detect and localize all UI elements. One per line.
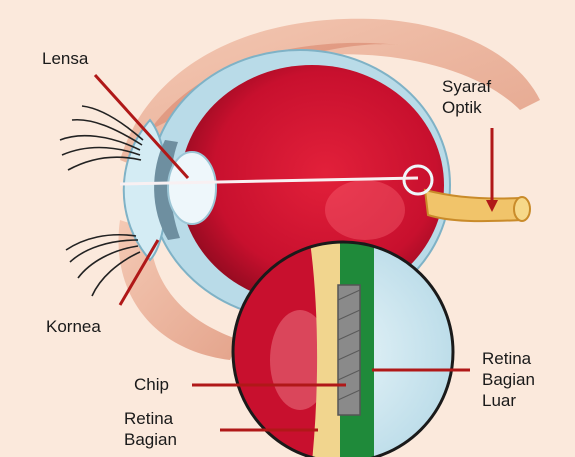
label-syaraf-optik: Syaraf Optik [442, 76, 491, 118]
label-syaraf-line2: Optik [442, 97, 491, 118]
label-chip-text: Chip [134, 374, 169, 395]
label-retina-bagian-luar: Retina Bagian Luar [482, 348, 535, 411]
label-retina-luar-line3: Luar [482, 390, 535, 411]
label-retina-dalam-line1: Retina [124, 408, 177, 429]
optic-nerve [425, 190, 522, 221]
label-retina-dalam-line2: Bagian [124, 429, 177, 450]
label-syaraf-line1: Syaraf [442, 76, 491, 97]
label-retina-bagian-dalam: Retina Bagian [124, 408, 177, 450]
label-retina-luar-line1: Retina [482, 348, 535, 369]
retina-inset [233, 242, 453, 457]
label-kornea: Kornea [46, 316, 101, 337]
label-retina-luar-line2: Bagian [482, 369, 535, 390]
label-kornea-text: Kornea [46, 316, 101, 337]
label-lensa-text: Lensa [42, 48, 88, 69]
label-chip: Chip [134, 374, 169, 395]
label-lensa: Lensa [42, 48, 88, 69]
